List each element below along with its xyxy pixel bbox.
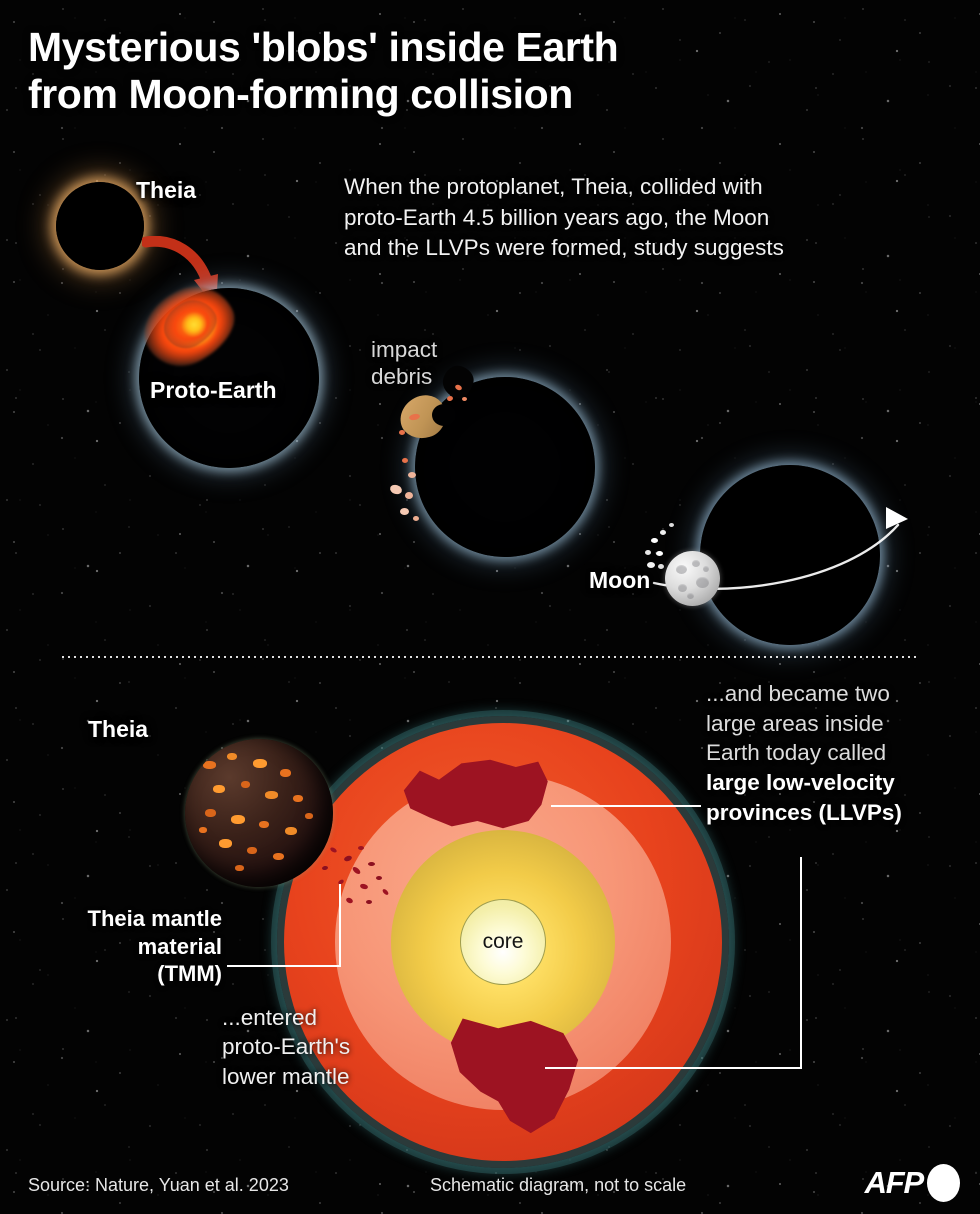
entered-lower-mantle-label: ...entered proto-Earth's lower mantle xyxy=(222,1003,422,1091)
debris-fleck xyxy=(462,397,467,401)
tmm-speck xyxy=(366,900,372,904)
tmm-leader-horizontal xyxy=(227,965,341,967)
moon-debris-fleck xyxy=(651,538,658,543)
tmm-speck xyxy=(376,876,382,880)
llvp-line-5: provinces (LLVPs) xyxy=(706,799,902,825)
lava-crack xyxy=(241,781,250,788)
intro-line-3: and the LLVPs were formed, study suggest… xyxy=(344,235,784,261)
lava-crack xyxy=(219,839,232,848)
lava-crack xyxy=(253,759,267,768)
moon-label: Moon xyxy=(589,567,651,593)
theia-rocky-sphere xyxy=(185,739,333,887)
impact-debris-line-1: impact xyxy=(371,337,438,362)
debris-fleck xyxy=(405,492,413,499)
earth-cross-section: core xyxy=(271,710,735,1174)
llvp-description-block: ...and became two large areas inside Ear… xyxy=(706,679,968,827)
tmm-speck xyxy=(358,846,364,850)
lava-crack xyxy=(259,821,269,828)
debris-fleck xyxy=(400,508,409,515)
debris-fleck xyxy=(408,472,416,478)
lava-crack xyxy=(235,865,244,871)
llvp-line-1: ...and became two xyxy=(706,681,890,706)
lava-crack xyxy=(213,785,225,793)
tmm-speck xyxy=(368,862,375,866)
llvp-bottom-leader-horizontal xyxy=(545,1067,802,1069)
theia-label-top: Theia xyxy=(136,177,197,203)
lava-crack xyxy=(227,753,237,760)
title-line-2: from Moon-forming collision xyxy=(28,70,573,117)
moon-debris-fleck xyxy=(658,564,664,569)
llvp-line-2: large areas inside xyxy=(706,710,884,736)
lava-crack xyxy=(285,827,297,835)
proto-earth-label: Proto-Earth xyxy=(150,377,277,403)
llvp-top-leader xyxy=(551,805,701,807)
page-title: Mysterious 'blobs' inside Earth from Moo… xyxy=(28,24,908,117)
impact-debris-label: impact debris xyxy=(371,336,501,391)
tmm-label: Theia mantle material (TMM) xyxy=(10,905,222,988)
lava-crack xyxy=(231,815,245,824)
impact-debris-line-2: debris xyxy=(371,364,433,390)
tmm-line-2: material xyxy=(137,933,222,959)
lava-crack xyxy=(247,847,257,854)
source-credit: Source: Nature, Yuan et al. 2023 xyxy=(28,1175,289,1195)
lava-crack xyxy=(203,761,216,769)
intro-paragraph: When the protoplanet, Theia, collided wi… xyxy=(344,172,919,264)
entered-line-1: ...entered xyxy=(222,1005,318,1030)
debris-fleck xyxy=(413,516,419,521)
lava-crack xyxy=(305,813,313,819)
lava-crack xyxy=(293,795,303,802)
ejected-mantle-hollow xyxy=(432,404,456,426)
earth-with-moon-sphere xyxy=(700,465,880,645)
moon-crater xyxy=(692,560,700,567)
section-divider xyxy=(62,656,920,658)
tmm-line-1: Theia mantle xyxy=(87,906,222,931)
moon-debris-fleck xyxy=(647,562,655,568)
lava-crack xyxy=(199,827,207,833)
moon-debris-fleck xyxy=(656,551,663,556)
schematic-disclaimer: Schematic diagram, not to scale xyxy=(430,1175,687,1195)
earth-inner-core: core xyxy=(460,899,546,985)
afp-logo: AFP xyxy=(865,1164,960,1202)
moon-crater xyxy=(687,593,694,599)
title-line-1: Mysterious 'blobs' inside Earth xyxy=(28,24,619,70)
entered-line-3: lower mantle xyxy=(222,1063,350,1089)
debris-fleck xyxy=(402,458,408,463)
moon-crater xyxy=(678,584,687,592)
moon-debris-fleck xyxy=(669,523,674,527)
moon-crater xyxy=(696,577,709,588)
debris-fleck xyxy=(399,430,405,435)
entered-line-2: proto-Earth's xyxy=(222,1034,351,1060)
lava-crack xyxy=(273,853,284,860)
lava-crack xyxy=(265,791,278,799)
tmm-leader-vertical xyxy=(339,884,341,967)
afp-wordmark: AFP xyxy=(864,1165,925,1200)
lava-crack xyxy=(205,809,216,817)
theia-label-lower: Theia xyxy=(88,716,149,742)
moon-crater xyxy=(676,565,687,574)
intro-line-2: proto-Earth 4.5 billion years ago, the M… xyxy=(344,204,770,230)
footer-bar: Source: Nature, Yuan et al. 2023 Schemat… xyxy=(0,1158,980,1214)
moon-debris-fleck xyxy=(645,550,651,555)
llvp-bottom-leader-vertical xyxy=(800,857,802,1069)
lava-crack xyxy=(280,769,291,777)
llvp-line-3: Earth today called xyxy=(706,740,887,766)
moon-crater xyxy=(703,566,709,572)
tmm-line-3: (TMM) xyxy=(157,961,222,987)
moon-sphere xyxy=(665,551,720,606)
afp-dot-icon xyxy=(927,1164,960,1202)
moon-debris-fleck xyxy=(660,530,666,535)
llvp-line-4: large low-velocity xyxy=(706,770,895,796)
theia-planet-top xyxy=(56,182,144,270)
core-label: core xyxy=(482,930,524,953)
intro-line-1: When the protoplanet, Theia, collided wi… xyxy=(344,174,763,199)
